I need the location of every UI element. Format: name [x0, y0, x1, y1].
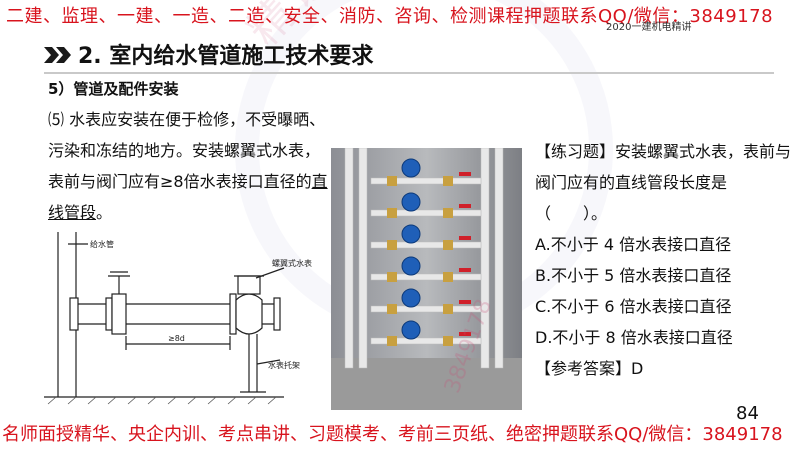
label-meter: 螺翼式水表: [272, 258, 312, 268]
body-underlined-text: 直线管段: [48, 172, 328, 222]
title-divider: [44, 72, 774, 74]
label-dimension: ≥8d: [168, 334, 185, 343]
double-chevron-icon: [44, 47, 71, 63]
option-a: A.不小于 4 倍水表接口直径: [535, 235, 732, 254]
question-text: 【练习题】安装螺翼式水表，表前与阀门应有的直线管段长度是（ ）。: [535, 142, 792, 223]
bottom-banner-text: 名师面授精华、央企内训、考点串讲、习题模考、考前三页纸、绝密押题联系QQ/微信：…: [2, 424, 783, 445]
page-number: 84: [736, 403, 759, 424]
course-tag: 2020一建机电精讲: [606, 22, 692, 33]
body-text: ⑸ 水表应安装在便于检修，不受曝晒、污染和冻结的地方。安装螺翼式水表，表前与阀门…: [48, 110, 326, 191]
top-banner-text: 二建、监理、一建、一造、二造、安全、消防、咨询、检测课程押题联系QQ/微信：38…: [6, 6, 774, 27]
option-d: D.不小于 8 倍水表接口直径: [535, 328, 733, 347]
bottom-promo-banner: 名师面授精华、央企内训、考点串讲、习题模考、考前三页纸、绝密押题联系QQ/微信：…: [2, 420, 798, 450]
label-bracket: 水表托架: [268, 360, 300, 370]
practice-question: 【练习题】安装螺翼式水表，表前与阀门应有的直线管段长度是（ ）。 A.不小于 4…: [535, 136, 791, 384]
body-paragraph: ⑸ 水表应安装在便于检修，不受曝晒、污染和冻结的地方。安装螺翼式水表，表前与阀门…: [48, 104, 330, 228]
page-title: 2. 室内给水管道施工技术要求: [78, 44, 374, 69]
answer-text: 【参考答案】D: [535, 359, 644, 378]
top-promo-banner: 二建、监理、一建、一造、二造、安全、消防、咨询、检测课程押题联系QQ/微信：38…: [6, 2, 796, 32]
meter-installation-photo: [331, 148, 522, 410]
option-c: C.不小于 6 倍水表接口直径: [535, 297, 732, 316]
label-supply-pipe: 给水管: [90, 239, 114, 249]
section-subheading: 5）管道及配件安装: [48, 80, 179, 98]
option-b: B.不小于 5 倍水表接口直径: [535, 266, 732, 285]
water-meter-diagram: 给水管 螺翼式水表 ≥8d 水表托架: [44, 232, 312, 405]
body-text-end: 。: [96, 203, 113, 222]
